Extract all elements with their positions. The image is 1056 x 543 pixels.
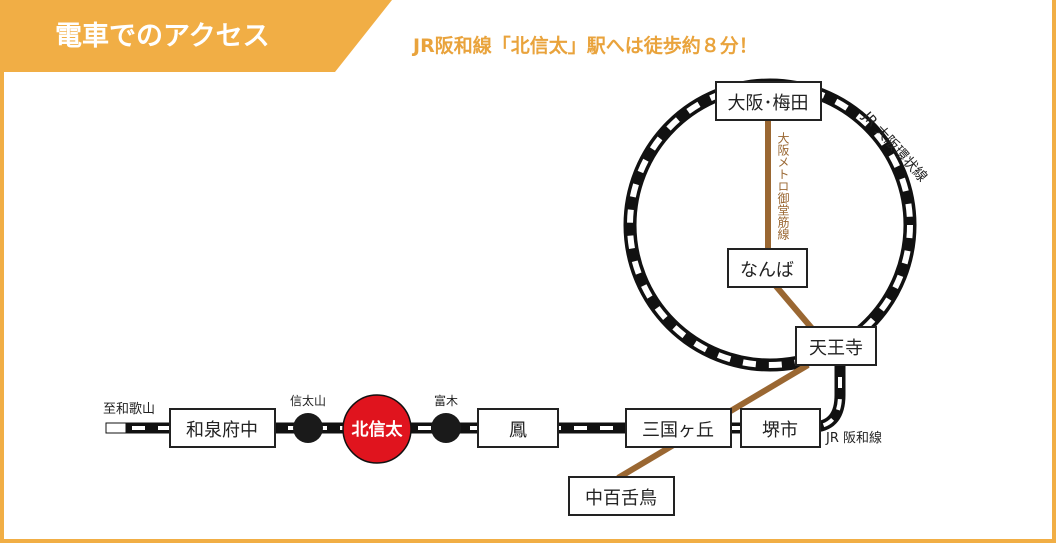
station-tomiki-dot	[431, 413, 461, 443]
station-label: 大阪･梅田	[728, 93, 809, 114]
station-nakamozu: 中百舌鳥	[568, 476, 675, 516]
page-title: 電車でのアクセス	[55, 21, 270, 52]
station-sakai: 堺市	[740, 408, 821, 448]
station-tomiki-label: 富木	[434, 393, 458, 408]
station-mikunigaoka: 三国ヶ丘	[625, 408, 732, 448]
station-label: 鳳	[509, 420, 527, 441]
station-label: 和泉府中	[186, 420, 258, 441]
station-kitashinoda-label: 北信太	[352, 419, 404, 440]
station-kitashinoda-marker	[342, 394, 412, 464]
station-label: 天王寺	[809, 338, 863, 359]
station-namba: なんば	[727, 248, 808, 288]
station-shinodayama-dot	[293, 413, 323, 443]
page-subtitle: JR阪和線「北信太」駅へは徒歩約８分！	[411, 34, 758, 57]
station-label: 三国ヶ丘	[642, 420, 714, 441]
station-label: なんば	[740, 260, 794, 281]
station-osaka-umeda: 大阪･梅田	[715, 81, 822, 121]
station-label: 堺市	[762, 420, 798, 441]
metro-line-label: 大阪メトロ御堂筋線	[776, 132, 790, 240]
station-tennoji: 天王寺	[795, 326, 877, 366]
station-otori: 鳳	[477, 408, 559, 448]
station-label: 中百舌鳥	[585, 488, 657, 509]
jr-hanwa-line-label: JR 阪和線	[825, 430, 882, 446]
metro-line-namba-tennoji	[772, 283, 818, 334]
station-shinodayama-label: 信太山	[290, 393, 326, 408]
direction-wakayama-label: 至和歌山	[103, 402, 155, 417]
hanwa-line-end	[105, 422, 127, 434]
station-izumifuchu: 和泉府中	[169, 408, 276, 448]
header-banner	[0, 0, 392, 72]
